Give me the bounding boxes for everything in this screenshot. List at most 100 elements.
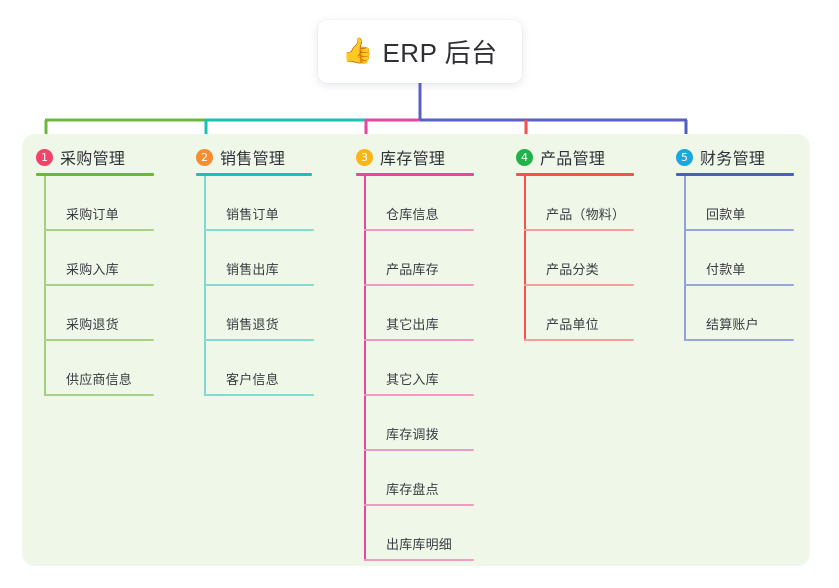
branch-title: 销售管理 bbox=[220, 151, 286, 168]
branch-item-rule bbox=[364, 559, 474, 561]
branch-item-label: 库存盘点 bbox=[386, 482, 439, 497]
branch-item-rule bbox=[204, 284, 314, 286]
branch-item[interactable]: 销售订单 bbox=[204, 176, 356, 231]
branch-item[interactable]: 销售出库 bbox=[204, 231, 356, 286]
root-node-card[interactable]: 👍 ERP 后台 bbox=[318, 20, 522, 83]
branch-item[interactable]: 供应商信息 bbox=[44, 341, 196, 396]
branch-item-list: 产品（物料） 产品分类产品单位 bbox=[524, 176, 676, 341]
branch-item[interactable]: 客户信息 bbox=[204, 341, 356, 396]
branch-item[interactable]: 库存调拨 bbox=[364, 396, 516, 451]
branch-spine bbox=[44, 176, 46, 396]
branch-header-rule bbox=[36, 173, 154, 176]
branch-header-1[interactable]: 1 采购管理 bbox=[36, 145, 125, 169]
branch-item-label: 其它入库 bbox=[386, 372, 439, 387]
branch-item-label: 其它出库 bbox=[386, 317, 439, 332]
branch-spine bbox=[364, 176, 366, 561]
branch-item-label: 供应商信息 bbox=[66, 372, 133, 387]
branch-item-label: 产品（物料） bbox=[546, 207, 626, 222]
branch-item-rule bbox=[204, 394, 314, 396]
branch-header-5[interactable]: 5 财务管理 bbox=[676, 145, 765, 169]
branch-item-rule bbox=[364, 504, 474, 506]
branch-item-label: 回款单 bbox=[706, 207, 746, 222]
branch-item-rule bbox=[524, 339, 634, 341]
branch-item-rule bbox=[44, 339, 154, 341]
branch-item[interactable]: 库存盘点 bbox=[364, 451, 516, 506]
branch-header-rule bbox=[676, 173, 794, 176]
branch-item-label: 销售退货 bbox=[226, 317, 279, 332]
branch-number-badge: 5 bbox=[676, 148, 693, 166]
branch-item-rule bbox=[524, 284, 634, 286]
branch-item-rule bbox=[44, 229, 154, 231]
branch-spine bbox=[684, 176, 686, 341]
branch-item[interactable]: 产品（物料） bbox=[524, 176, 676, 231]
branch-header-rule bbox=[356, 173, 474, 176]
branch-item-label: 库存调拨 bbox=[386, 427, 439, 442]
branch-item-rule bbox=[524, 229, 634, 231]
branch-item[interactable]: 采购入库 bbox=[44, 231, 196, 286]
branch-item-rule bbox=[44, 394, 154, 396]
branch-item-rule bbox=[684, 229, 794, 231]
branch-title: 财务管理 bbox=[700, 151, 766, 168]
branch-item-label: 结算账户 bbox=[706, 317, 759, 332]
branch-item-label: 采购入库 bbox=[66, 262, 119, 277]
branch-item-label: 出库库明细 bbox=[386, 537, 453, 552]
branch-column-3: 3 库存管理仓库信息产品库存其它出库其它入库库存调拨库存盘点出库库明细 bbox=[356, 134, 516, 566]
branch-column-2: 2 销售管理销售订单销售出库销售退货客户信息 bbox=[196, 134, 356, 566]
branch-item-rule bbox=[364, 339, 474, 341]
branch-item[interactable]: 结算账户 bbox=[684, 286, 836, 341]
branch-item[interactable]: 其它入库 bbox=[364, 341, 516, 396]
branch-item-list: 仓库信息产品库存其它出库其它入库库存调拨库存盘点出库库明细 bbox=[364, 176, 516, 561]
branch-item-list: 销售订单销售出库销售退货客户信息 bbox=[204, 176, 356, 396]
branch-item-label: 销售订单 bbox=[226, 207, 279, 222]
branch-item[interactable]: 付款单 bbox=[684, 231, 836, 286]
diagram-panel bbox=[22, 134, 810, 566]
thumbs-up-icon: 👍 bbox=[342, 37, 374, 65]
branch-item-rule bbox=[364, 394, 474, 396]
branch-number-badge: 1 bbox=[36, 148, 53, 166]
branch-item-label: 采购退货 bbox=[66, 317, 119, 332]
branch-item[interactable]: 其它出库 bbox=[364, 286, 516, 341]
branch-item[interactable]: 销售退货 bbox=[204, 286, 356, 341]
branch-spine bbox=[204, 176, 206, 396]
branch-number-badge: 2 bbox=[196, 148, 213, 166]
branch-header-2[interactable]: 2 销售管理 bbox=[196, 145, 285, 169]
branch-number-badge: 3 bbox=[356, 148, 373, 166]
branch-item-label: 付款单 bbox=[706, 262, 746, 277]
branch-item-rule bbox=[364, 229, 474, 231]
branch-item[interactable]: 产品分类 bbox=[524, 231, 676, 286]
branch-item-rule bbox=[684, 339, 794, 341]
branch-item-label: 产品库存 bbox=[386, 262, 439, 277]
branch-column-5: 5 财务管理回款单付款单结算账户 bbox=[676, 134, 836, 566]
branch-item[interactable]: 采购退货 bbox=[44, 286, 196, 341]
branch-item[interactable]: 采购订单 bbox=[44, 176, 196, 231]
branch-item[interactable]: 产品库存 bbox=[364, 231, 516, 286]
branch-item-list: 采购订单采购入库采购退货供应商信息 bbox=[44, 176, 196, 396]
branch-item-label: 产品分类 bbox=[546, 262, 599, 277]
branch-header-rule bbox=[516, 173, 634, 176]
root-node-title: ERP 后台 bbox=[382, 38, 498, 68]
branch-header-3[interactable]: 3 库存管理 bbox=[356, 145, 445, 169]
branch-title: 库存管理 bbox=[380, 151, 446, 168]
branch-item-label: 销售出库 bbox=[226, 262, 279, 277]
branch-item-label: 采购订单 bbox=[66, 207, 119, 222]
branch-item-rule bbox=[684, 284, 794, 286]
branch-item[interactable]: 产品单位 bbox=[524, 286, 676, 341]
branch-item-rule bbox=[204, 339, 314, 341]
branch-item-rule bbox=[364, 284, 474, 286]
branch-item[interactable]: 回款单 bbox=[684, 176, 836, 231]
branch-column-1: 1 采购管理采购订单采购入库采购退货供应商信息 bbox=[36, 134, 196, 566]
branch-header-rule bbox=[196, 173, 312, 176]
branch-item[interactable]: 出库库明细 bbox=[364, 506, 516, 561]
branch-item-rule bbox=[364, 449, 474, 451]
branch-item-label: 仓库信息 bbox=[386, 207, 439, 222]
branch-item-label: 客户信息 bbox=[226, 372, 279, 387]
branch-item[interactable]: 仓库信息 bbox=[364, 176, 516, 231]
branch-item-rule bbox=[44, 284, 154, 286]
branch-spine bbox=[524, 176, 526, 341]
branch-title: 采购管理 bbox=[60, 151, 126, 168]
branch-item-list: 回款单付款单结算账户 bbox=[684, 176, 836, 341]
branch-item-rule bbox=[204, 229, 314, 231]
